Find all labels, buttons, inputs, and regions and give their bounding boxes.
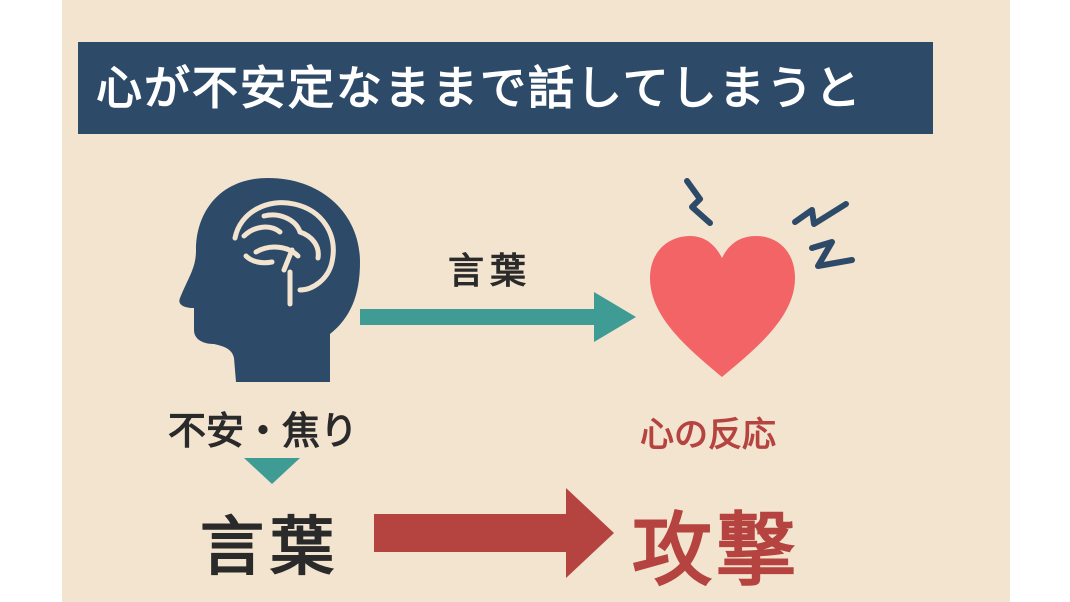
heart-icon bbox=[650, 236, 795, 377]
head-with-brain-icon bbox=[179, 178, 360, 382]
down-triangle-icon bbox=[244, 458, 300, 484]
word-label-large: 言葉 bbox=[200, 511, 340, 585]
lightning-spark-icon bbox=[792, 201, 849, 227]
anxiety-label: 不安・焦り bbox=[168, 409, 359, 453]
teal-arrow bbox=[360, 292, 636, 342]
attack-label: 攻撃 bbox=[632, 504, 800, 597]
attack-arrow bbox=[374, 488, 614, 578]
lightning-spark-icon bbox=[809, 239, 855, 269]
title-banner bbox=[78, 42, 933, 134]
heart-reaction-label: 心の反応 bbox=[640, 415, 776, 455]
lightning-spark-icon bbox=[684, 178, 713, 226]
arrow-label-word: 言葉 bbox=[448, 251, 533, 292]
page-title: 心が不安定なままで話してしまうと bbox=[96, 61, 863, 115]
